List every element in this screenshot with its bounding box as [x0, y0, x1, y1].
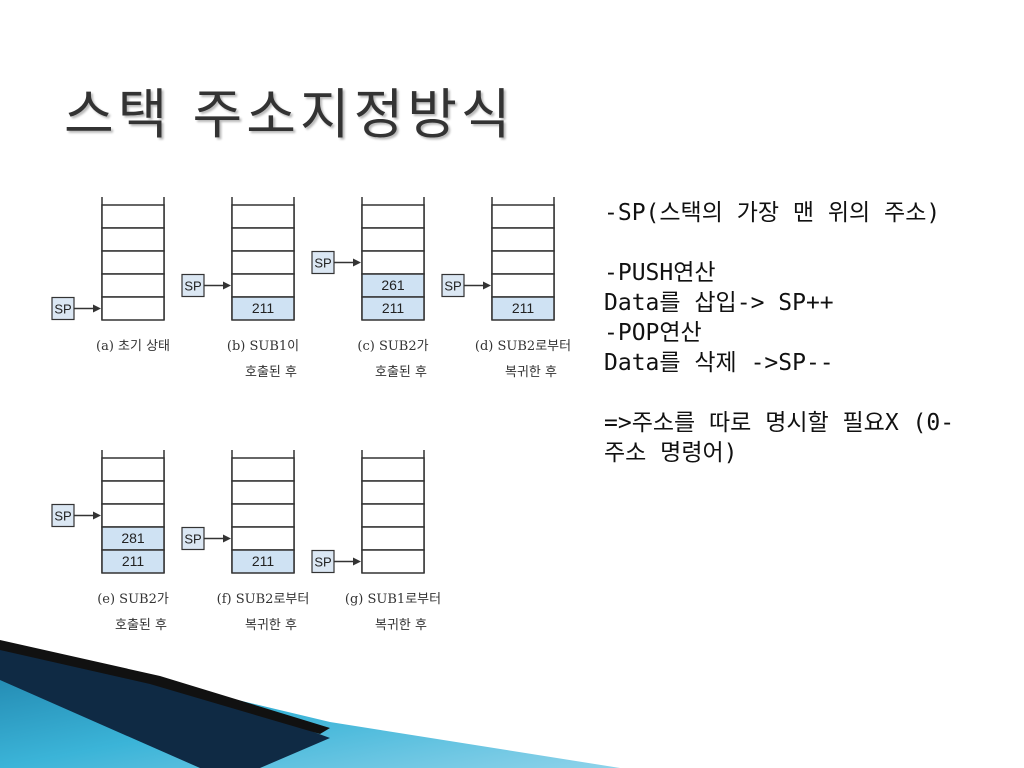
desc-line-sp: -SP(스택의 가장 맨 위의 주소): [604, 200, 941, 226]
footer-dark-stripe: [0, 644, 330, 768]
description-text: -SP(스택의 가장 맨 위의 주소) -PUSH연산 Data를 삽입-> S…: [604, 198, 974, 468]
sp-arrowhead: [223, 534, 231, 543]
stack-label-line1: (c) SUB2가: [357, 339, 428, 354]
stack-label-line2: 복귀한 후: [505, 365, 557, 380]
desc-line-push-detail: Data를 삽입-> SP++: [604, 290, 834, 316]
desc-line-pop-detail: Data를 삭제 ->SP--: [604, 350, 834, 376]
stack-label-line1: (b) SUB1이: [227, 339, 299, 354]
stack-label-line2: 호출된 후: [375, 365, 427, 380]
desc-line-pop: -POP연산: [604, 320, 702, 346]
stack-cell: [101, 296, 165, 321]
stack-cell-value: 211: [382, 300, 405, 316]
sp-arrowhead: [483, 281, 491, 290]
stack-label-line2: 호출된 후: [245, 365, 297, 380]
slide-title: 스택 주소지정방식: [64, 83, 515, 146]
stack-label-line1: (e) SUB2가: [97, 592, 169, 607]
stack-cell-value: 211: [252, 300, 275, 316]
stack-cell: [231, 549, 295, 574]
stack-label-line1: (d) SUB2로부터: [475, 339, 571, 354]
stack-label-line1: (f) SUB2로부터: [217, 592, 310, 607]
stack-label-line2: 복귀한 후: [375, 618, 427, 633]
stack-cell-value: 211: [512, 300, 535, 316]
stack-cell-value: 211: [252, 553, 275, 569]
stack-cell: [101, 549, 165, 574]
sp-arrowhead: [223, 281, 231, 290]
sp-label: SP: [314, 256, 331, 271]
stack-cell: [361, 296, 425, 321]
stack-a: SP (a) 초기 상태: [51, 197, 170, 354]
sp-arrowhead: [93, 511, 101, 520]
stack-label-line1: (g) SUB1로부터: [345, 592, 441, 607]
sp-label: SP: [54, 302, 71, 317]
stack-cell-value: 261: [381, 277, 405, 293]
sp-arrowhead: [353, 258, 361, 267]
stack-cell-value: 281: [121, 530, 145, 546]
sp-label: SP: [54, 509, 71, 524]
sp-label: SP: [184, 279, 201, 294]
stack-label-line2: 복귀한 후: [245, 618, 297, 633]
sp-label: SP: [444, 279, 461, 294]
sp-arrowhead: [353, 557, 361, 566]
sp-arrowhead: [93, 304, 101, 313]
desc-line-push: -PUSH연산: [604, 260, 716, 286]
stack-cell: [361, 549, 425, 574]
stack-cell: [491, 296, 555, 321]
stack-label-line1: (a) 초기 상태: [96, 339, 170, 354]
stack-cell: [231, 296, 295, 321]
sp-label: SP: [184, 532, 201, 547]
footer-dark-stripe-2: [0, 640, 330, 734]
stack-cell-value: 211: [122, 553, 145, 569]
desc-line-conclusion: =>주소를 따로 명시할 필요X (0-주소 명령어): [604, 410, 955, 466]
stack-label-line2: 호출된 후: [115, 618, 167, 633]
sp-label: SP: [314, 555, 331, 570]
